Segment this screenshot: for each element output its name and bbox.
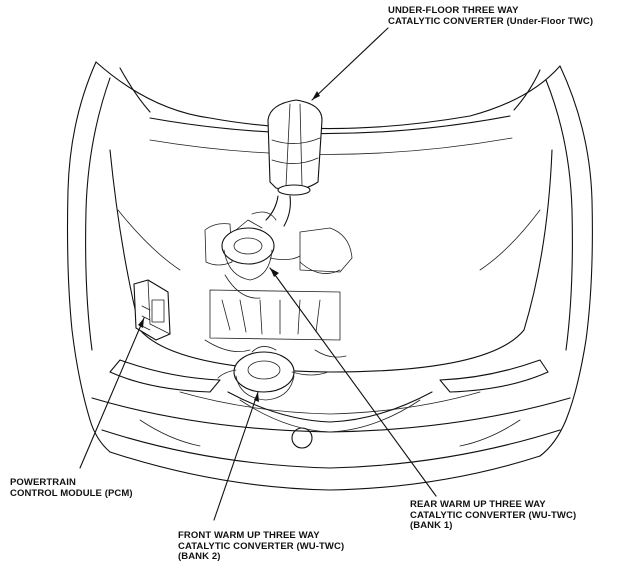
label-under-floor-line1: UNDER-FLOOR THREE WAY xyxy=(388,5,519,16)
leader-lines xyxy=(79,27,437,521)
label-rear-wu-twc: REAR WARM UP THREE WAY CATALYTIC CONVERT… xyxy=(410,499,577,532)
label-front-wu-twc: FRONT WARM UP THREE WAY CATALYTIC CONVER… xyxy=(178,530,345,563)
leader-under-floor xyxy=(311,27,389,101)
arrowhead-front-wu xyxy=(254,392,259,402)
label-rear-wu-line1: REAR WARM UP THREE WAY xyxy=(410,499,546,510)
label-pcm-line1: POWERTRAIN xyxy=(10,477,76,488)
car-body-outline xyxy=(66,61,593,491)
arrowhead-pcm xyxy=(138,318,144,328)
under-floor-twc-part xyxy=(267,99,323,196)
label-pcm-line2: CONTROL MODULE (PCM) xyxy=(10,487,133,499)
front-wu-twc-part xyxy=(217,346,329,401)
label-under-floor-twc: UNDER-FLOOR THREE WAY CATALYTIC CONVERTE… xyxy=(388,5,594,27)
engine-components xyxy=(204,195,353,358)
leader-front-wu xyxy=(213,391,259,521)
pcm-part xyxy=(133,279,171,341)
leader-rear-wu xyxy=(269,267,437,497)
label-pcm: POWERTRAIN CONTROL MODULE (PCM) xyxy=(10,477,133,499)
label-rear-wu-line3: (BANK 1) xyxy=(410,520,453,531)
label-under-floor-line2: CATALYTIC CONVERTER (Under-Floor TWC) xyxy=(388,15,594,27)
arrowhead-rear-wu xyxy=(270,268,279,277)
rear-wu-twc-part xyxy=(221,211,301,281)
arrowhead-under-floor xyxy=(312,91,320,100)
label-front-wu-line2: CATALYTIC CONVERTER (WU-TWC) xyxy=(178,540,345,552)
leader-pcm xyxy=(79,317,145,469)
label-front-wu-line3: (BANK 2) xyxy=(178,551,221,562)
label-front-wu-line1: FRONT WARM UP THREE WAY xyxy=(178,530,320,541)
label-rear-wu-line2: CATALYTIC CONVERTER (WU-TWC) xyxy=(410,509,577,521)
